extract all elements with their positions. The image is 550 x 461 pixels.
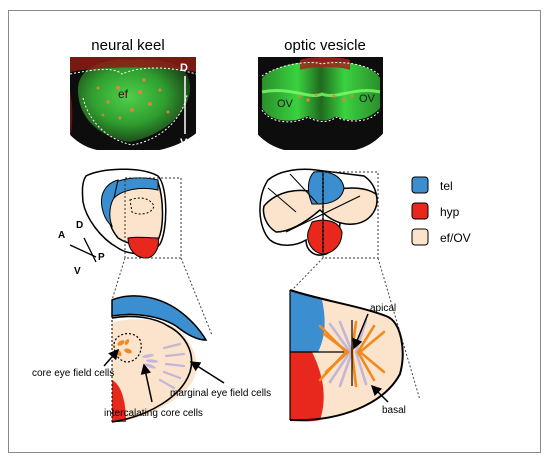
arrow-intercalating — [140, 363, 153, 403]
arrow-marginal — [189, 361, 225, 384]
label-basal: basal — [382, 405, 406, 416]
optic-vesicle-schematic — [259, 168, 378, 256]
legend-label-ef-ov: ef/OV — [440, 231, 471, 245]
compass-a: A — [58, 230, 65, 241]
compass-v: V — [74, 266, 81, 277]
compass-p: P — [98, 252, 105, 263]
arrow-basal — [370, 384, 389, 403]
legend-label-hyp: hyp — [440, 205, 460, 219]
micrograph-ef-label: ef — [118, 87, 129, 101]
core-cells-right — [318, 320, 386, 388]
optic-vesicle-title: optic vesicle — [284, 37, 366, 54]
micrograph-ov-left-label: OV — [277, 98, 294, 110]
compass-d: D — [76, 220, 83, 231]
neural-keel-title: neural keel — [91, 37, 164, 54]
optic-vesicle-micrograph: OV OV — [258, 57, 383, 150]
micrograph-axis-d: D — [180, 62, 188, 74]
label-core-eye-field-cells: core eye field cells — [32, 368, 114, 379]
label-intercalating-core-cells: intercalating core cells — [104, 408, 203, 419]
arrow-core-cells — [103, 348, 119, 367]
legend-swatch-ef-ov — [411, 228, 429, 246]
marginal-eye-field-cells — [158, 342, 186, 390]
arrow-apical — [352, 313, 369, 350]
optic-vesicle-zoom-box — [322, 171, 379, 259]
legend-swatch-tel — [411, 176, 429, 194]
legend: tel hyp ef/OV — [411, 176, 471, 246]
legend-label-tel: tel — [440, 179, 453, 193]
neural-keel-zoom-box — [124, 177, 182, 259]
marginal-cells-right — [328, 318, 368, 388]
micrograph-ov-right-label: OV — [359, 93, 376, 105]
neural-keel-detail — [111, 295, 208, 423]
legend-swatch-hyp — [411, 202, 429, 220]
label-apical: apical — [370, 303, 396, 314]
label-marginal-eye-field-cells: marginal eye field cells — [170, 388, 271, 399]
neural-keel-schematic — [81, 168, 167, 259]
figure-frame — [8, 10, 541, 453]
body-axis-compass: D V A P — [58, 220, 105, 277]
neural-keel-micrograph: ef D V — [69, 57, 197, 150]
